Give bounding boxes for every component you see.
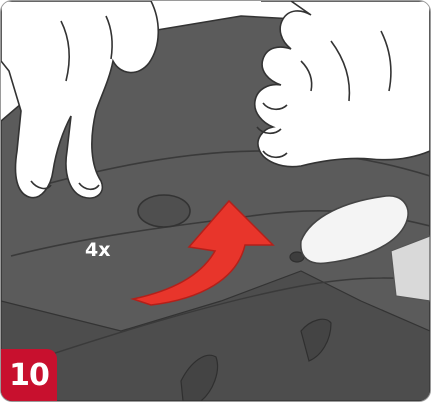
cover-hole	[138, 195, 190, 227]
right-hand	[255, 1, 430, 167]
step-number: 10	[9, 358, 49, 393]
step-number-badge: 10	[1, 349, 57, 401]
repeat-count-label: 4x	[85, 239, 110, 261]
